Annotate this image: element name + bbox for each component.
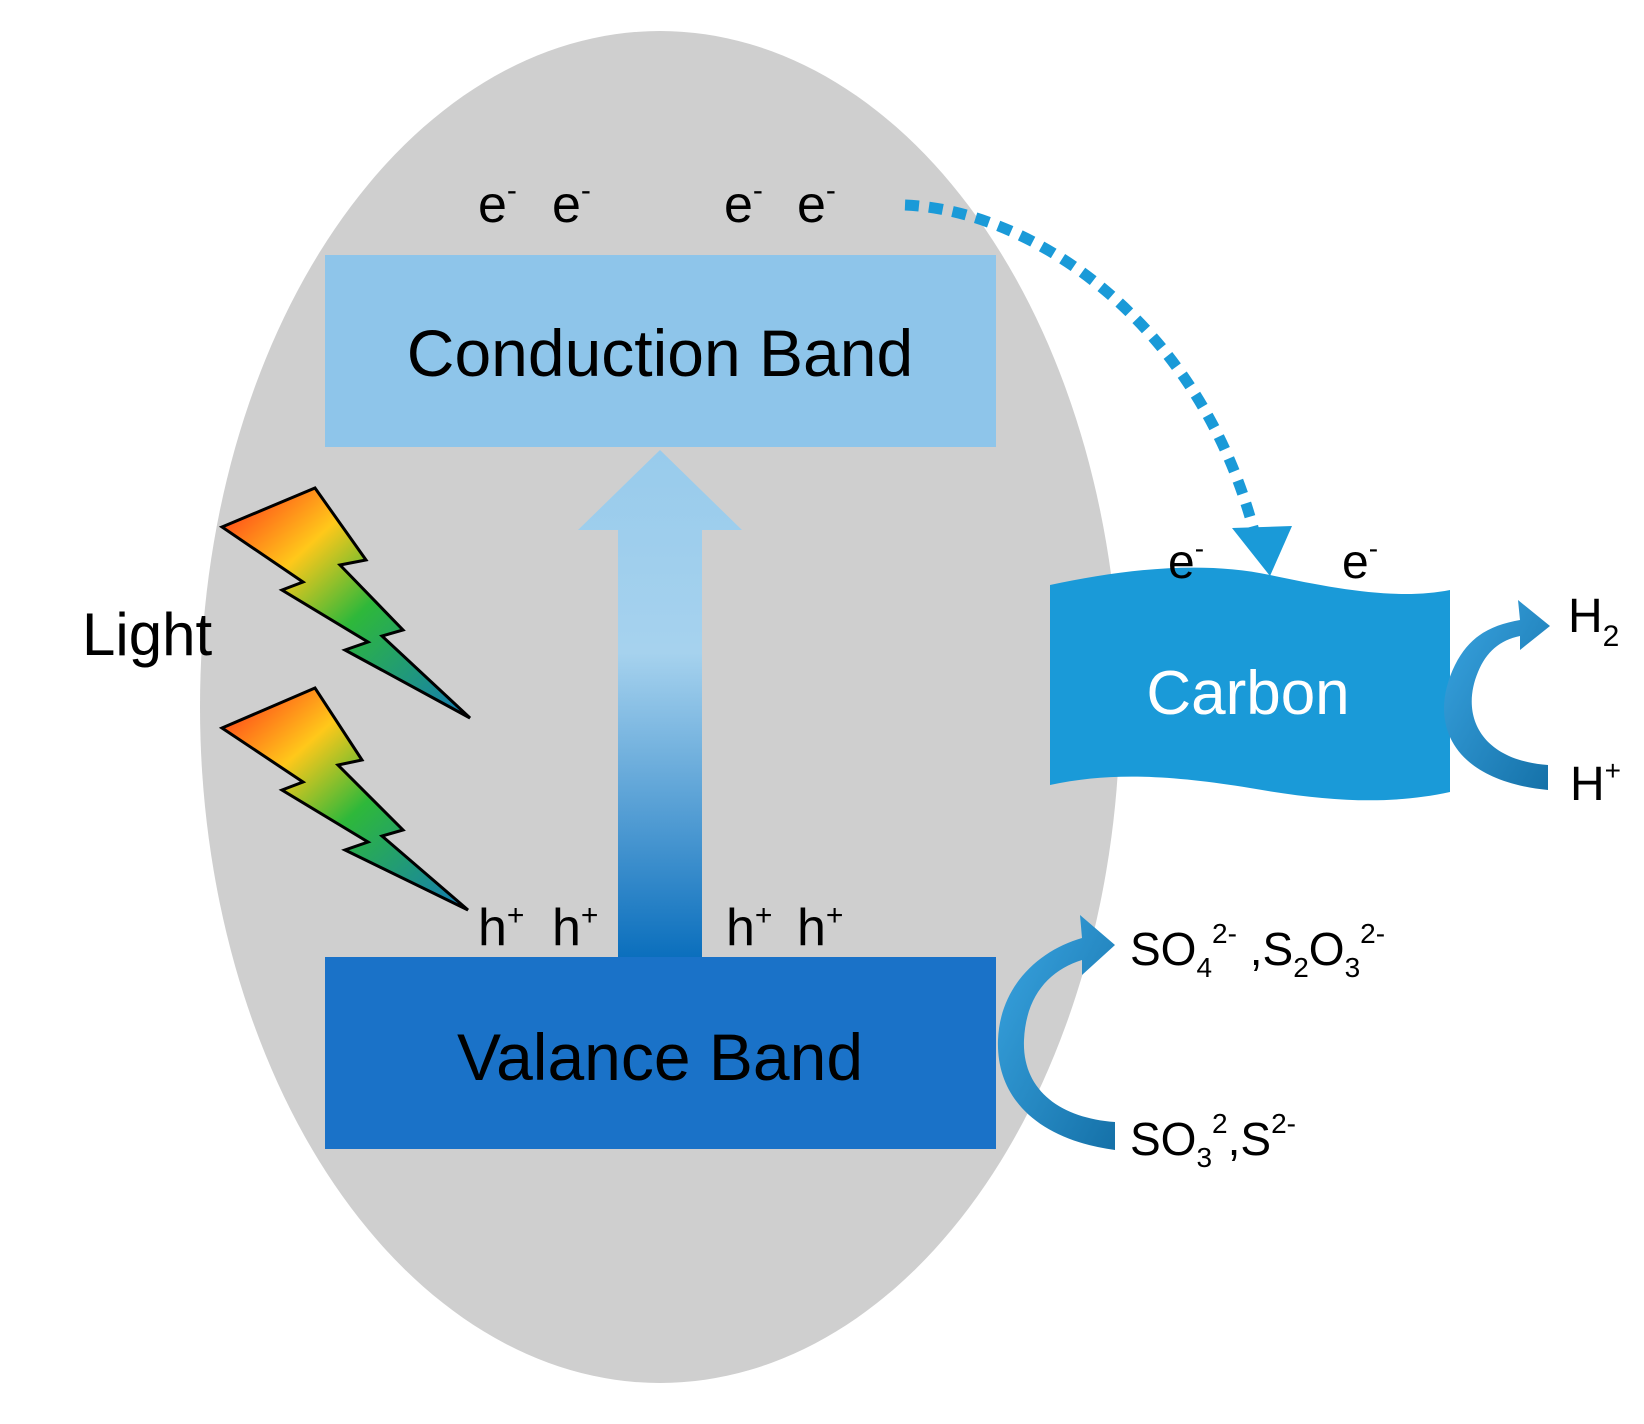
sulfide-oxidation-arrow — [997, 915, 1115, 1150]
svg-text:e-: e- — [1342, 533, 1378, 589]
electron-transfer-arrowhead-icon — [1232, 526, 1292, 576]
carbon-electron-1: e- — [1168, 533, 1204, 589]
sulfite-sulfide-label: SO32,S2- — [1130, 1108, 1296, 1173]
svg-text:e-: e- — [478, 174, 517, 234]
conduction-band-label: Conduction Band — [407, 316, 913, 390]
lightning-bolt-icon — [218, 686, 469, 912]
valence-holes: h+ h+ h+ h+ — [478, 899, 843, 957]
lightning-bolt-icon — [218, 486, 472, 720]
svg-text:SO42- ,S2O32-: SO42- ,S2O32- — [1130, 918, 1385, 983]
sulfate-thiosulfate-label: SO42- ,S2O32- — [1130, 918, 1385, 983]
hplus-label: H+ — [1570, 755, 1621, 811]
svg-text:e-: e- — [797, 174, 836, 234]
carbon-block — [1050, 567, 1450, 801]
electron-4: e- — [797, 174, 836, 234]
valence-band-box — [325, 957, 996, 1149]
svg-text:e-: e- — [1168, 533, 1204, 589]
light-label: Light — [82, 601, 212, 668]
conduction-band-box — [325, 255, 996, 447]
hydrogen-reaction-arrow — [1444, 600, 1550, 790]
svg-text:e-: e- — [724, 174, 763, 234]
hole-1: h+ — [478, 899, 524, 957]
svg-text:h+: h+ — [726, 899, 772, 957]
excitation-arrow — [578, 450, 742, 957]
svg-text:h+: h+ — [797, 899, 843, 957]
svg-text:e-: e- — [552, 174, 591, 234]
valence-band-label: Valance Band — [457, 1020, 863, 1094]
hole-4: h+ — [797, 899, 843, 957]
svg-text:SO32,S2-: SO32,S2- — [1130, 1108, 1296, 1173]
carbon-electron-2: e- — [1342, 533, 1378, 589]
hole-2: h+ — [552, 899, 598, 957]
electron-2: e- — [552, 174, 591, 234]
hole-3: h+ — [726, 899, 772, 957]
svg-text:h+: h+ — [478, 899, 524, 957]
conduction-electrons: e- e- e- e- — [478, 174, 836, 234]
h2-label: H2 — [1568, 590, 1619, 653]
carbon-label: Carbon — [1146, 659, 1349, 728]
svg-text:h+: h+ — [552, 899, 598, 957]
electron-1: e- — [478, 174, 517, 234]
electron-transfer-arrow — [904, 199, 1261, 537]
svg-text:H2: H2 — [1568, 590, 1619, 653]
electron-3: e- — [724, 174, 763, 234]
svg-text:H+: H+ — [1570, 755, 1621, 811]
